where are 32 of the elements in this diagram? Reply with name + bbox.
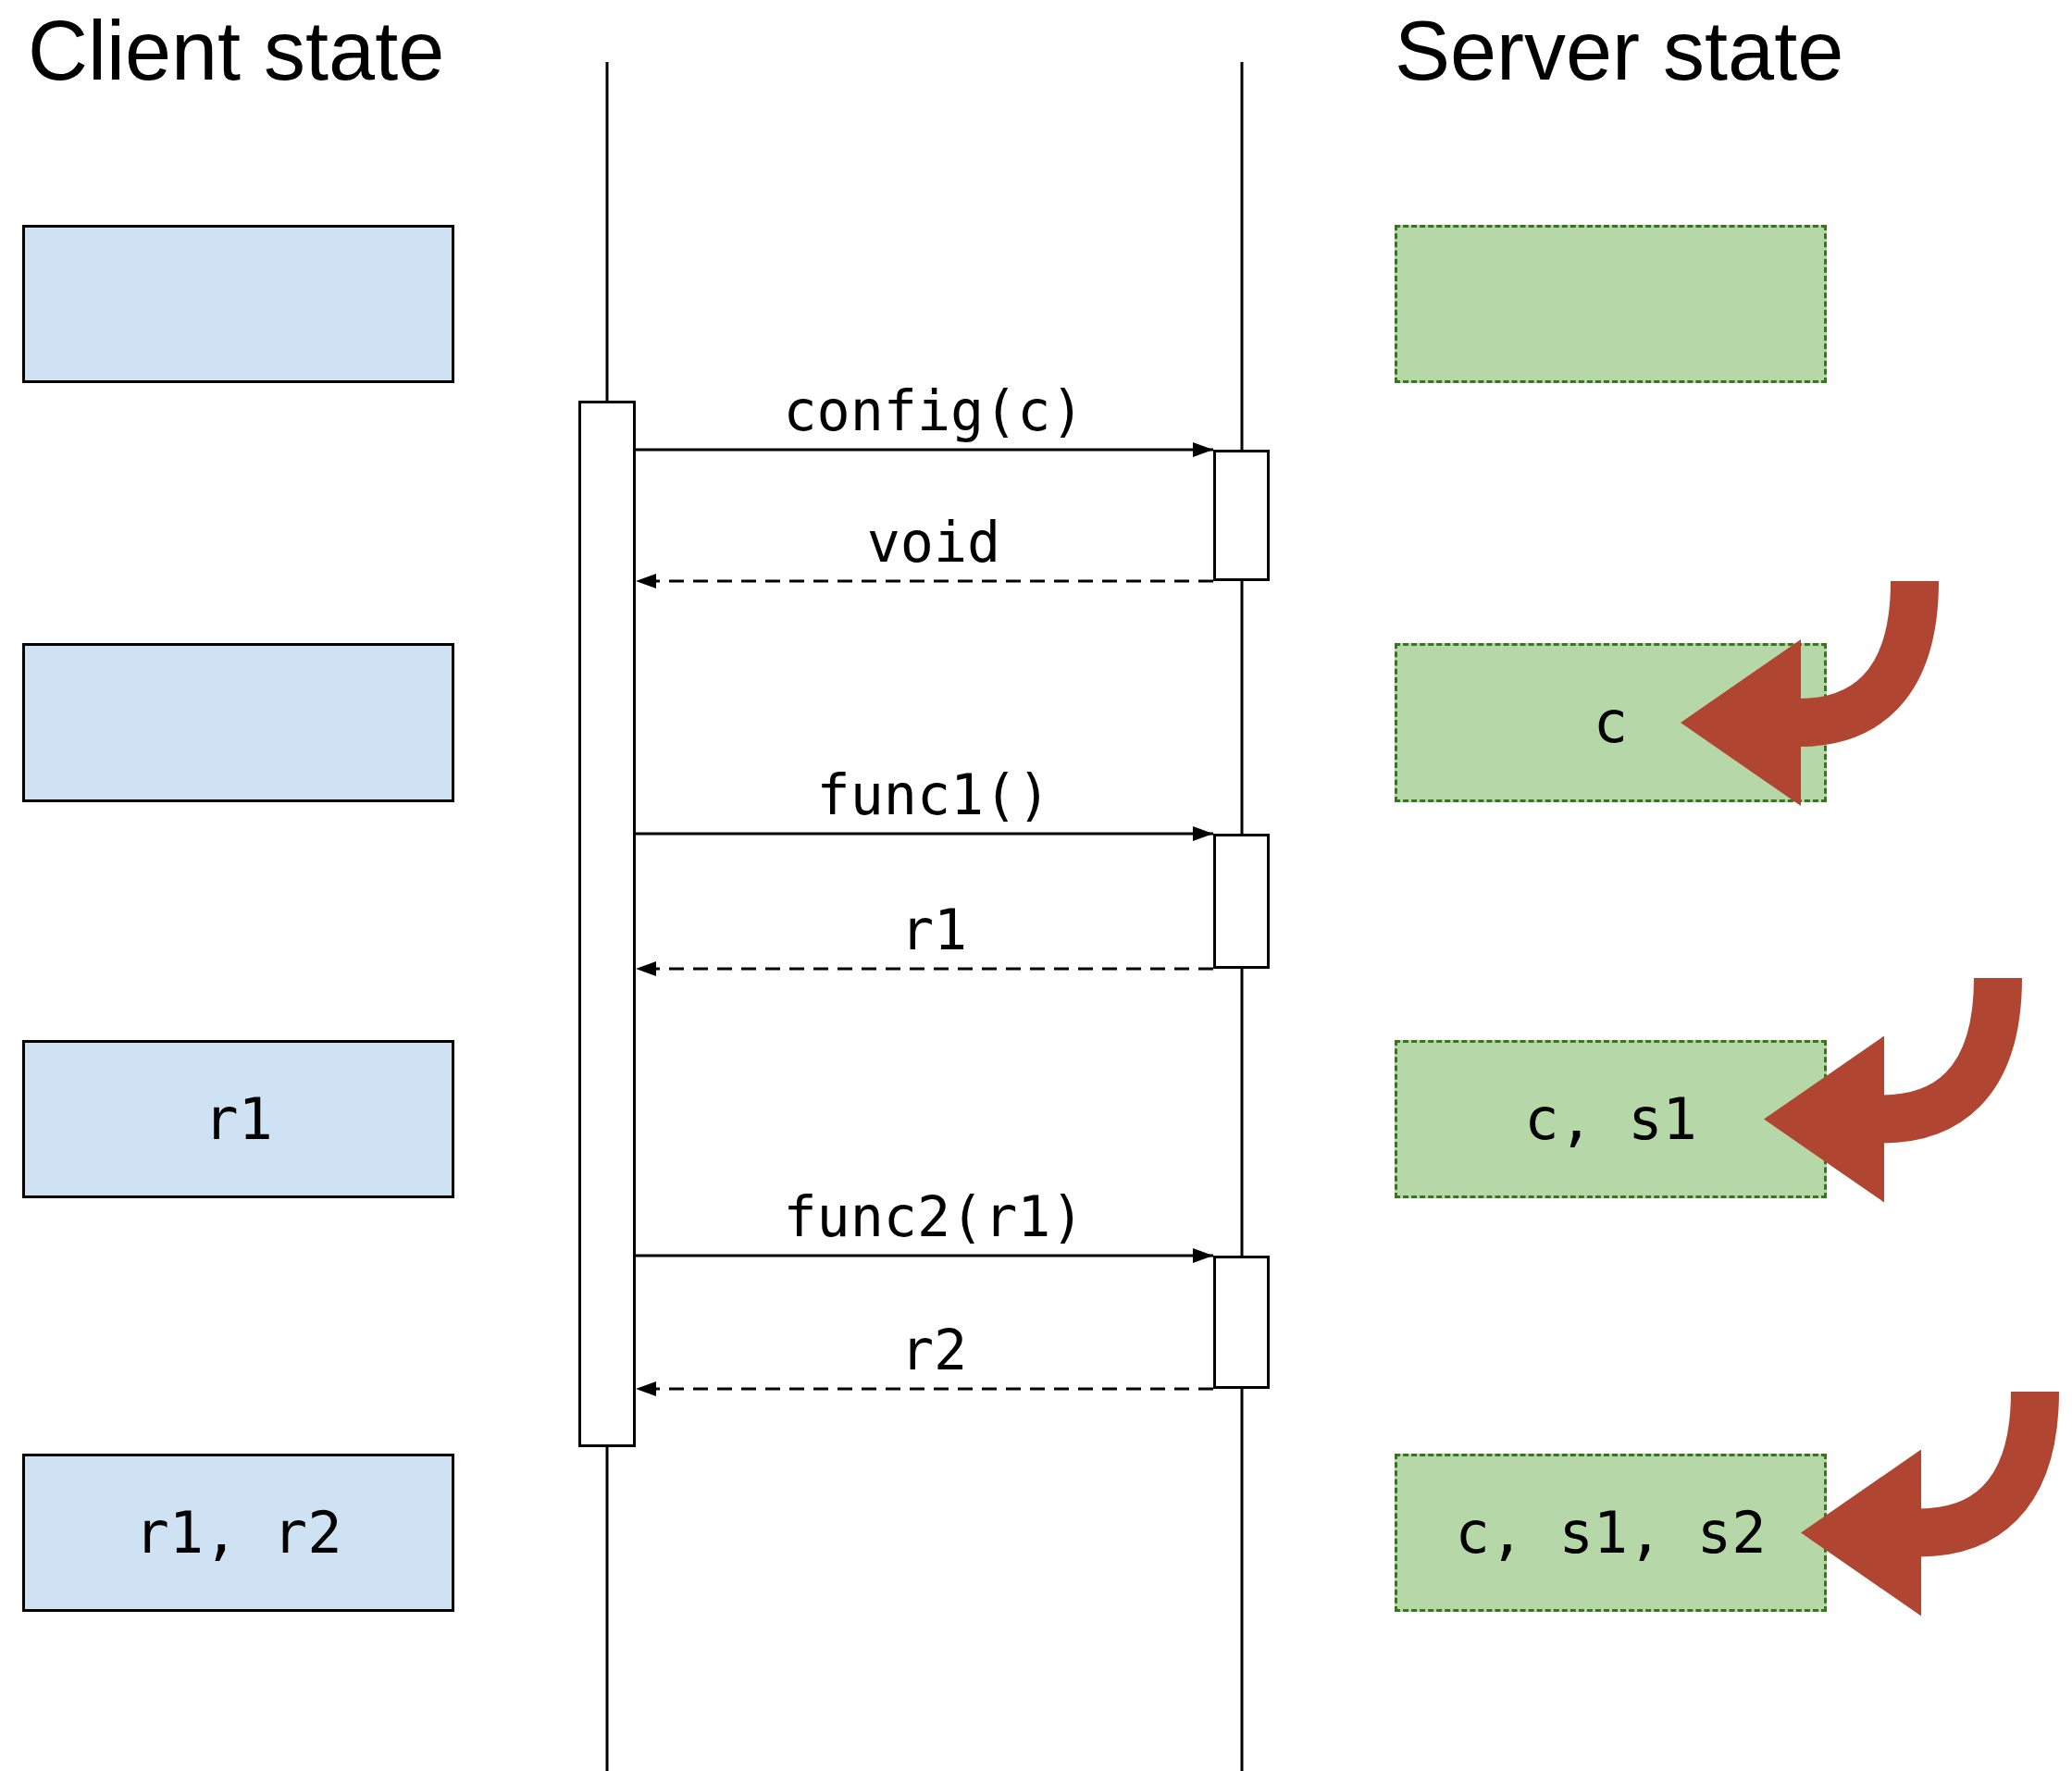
state-value: c bbox=[1593, 694, 1629, 751]
client-state-box bbox=[22, 643, 454, 802]
column-heading: Client state bbox=[28, 9, 445, 93]
message-arrow bbox=[636, 1248, 1213, 1263]
client-state-box bbox=[22, 1454, 454, 1612]
edge-label: void bbox=[866, 514, 1001, 570]
curved-arrow bbox=[1764, 976, 2022, 1203]
activation-bar bbox=[1213, 834, 1270, 969]
curved-arrow bbox=[1681, 579, 1939, 806]
return-arrow bbox=[636, 961, 1213, 976]
message-arrow bbox=[636, 442, 1213, 457]
edge-label: r2 bbox=[900, 1322, 968, 1378]
state-value: c, s1 bbox=[1524, 1090, 1697, 1148]
state-value: r1, r2 bbox=[134, 1504, 342, 1562]
column-heading: Server state bbox=[1395, 9, 1844, 93]
curved-arrow bbox=[1801, 1390, 2059, 1616]
state-value: c, s1, s2 bbox=[1455, 1504, 1767, 1562]
state-value: r1 bbox=[204, 1090, 273, 1148]
activation-bar bbox=[578, 401, 636, 1447]
return-arrow bbox=[636, 1381, 1213, 1396]
server-state-box bbox=[1395, 225, 1827, 383]
activation-bar bbox=[1213, 1256, 1270, 1389]
edge-label: func1() bbox=[816, 767, 1051, 823]
activation-bar bbox=[1213, 450, 1270, 581]
server-state-box bbox=[1395, 1454, 1827, 1612]
message-arrow bbox=[636, 826, 1213, 841]
client-state-box bbox=[22, 1040, 454, 1198]
edge-label: r1 bbox=[900, 902, 968, 958]
edge-label: func2(r1) bbox=[783, 1189, 1085, 1245]
return-arrow bbox=[636, 574, 1213, 588]
server-state-box bbox=[1395, 1040, 1827, 1198]
client-state-box bbox=[22, 225, 454, 383]
